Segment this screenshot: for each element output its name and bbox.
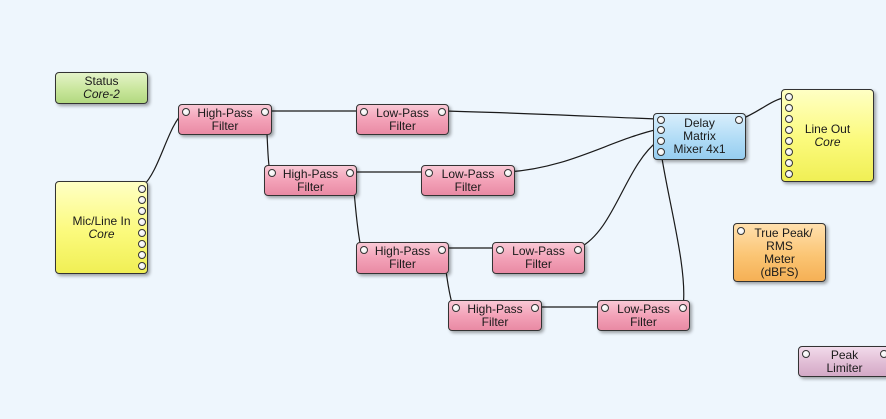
mic-line-in-output-pin-5[interactable]: [138, 229, 146, 237]
wire-lpf3-to-mixer[interactable]: [578, 139, 660, 249]
line-out-input-pin-1[interactable]: [785, 93, 793, 101]
lpf-2-output-pin[interactable]: [504, 169, 512, 177]
peak-limiter-block[interactable]: Peak Limiter: [798, 346, 886, 377]
lpf-1-input-pin[interactable]: [360, 108, 368, 116]
hpf-2-title: High-Pass: [282, 166, 339, 181]
delay-matrix-line2: Matrix: [683, 129, 716, 143]
mic-line-in-output-pin-1[interactable]: [138, 185, 146, 193]
low-pass-filter-2[interactable]: Low-Pass Filter: [421, 165, 515, 196]
mic-line-in-output-pin-6[interactable]: [138, 240, 146, 248]
delay-matrix-input-pin-4[interactable]: [657, 148, 665, 156]
hpf-3-title: High-Pass: [374, 244, 431, 258]
delay-matrix-input-pin-1[interactable]: [657, 116, 665, 124]
hpf-1-input-pin[interactable]: [182, 108, 190, 116]
mic-line-in-output-pin-8[interactable]: [138, 262, 146, 270]
mic-line-in-title: Mic/Line In: [72, 213, 131, 228]
true-peak-rms-meter-block[interactable]: True Peak/ RMS Meter (dBFS): [733, 223, 826, 282]
line-out-core-label: Core: [814, 134, 841, 149]
low-pass-filter-1[interactable]: Low-Pass Filter: [356, 104, 449, 135]
line-out-input-pin-5[interactable]: [785, 137, 793, 145]
hpf-3-output-pin[interactable]: [438, 246, 446, 254]
hpf-1-output-pin[interactable]: [261, 108, 269, 116]
meter-line1: True Peak/: [754, 225, 813, 240]
hpf-4-subtitle: Filter: [481, 314, 509, 329]
hpf-1-subtitle: Filter: [211, 118, 239, 133]
lpf-3-subtitle: Filter: [525, 257, 552, 271]
lpf-3-output-pin[interactable]: [574, 246, 582, 254]
lpf-4-input-pin[interactable]: [601, 304, 609, 312]
lpf-4-title: Low-Pass: [617, 301, 670, 316]
hpf-3-input-pin[interactable]: [360, 246, 368, 254]
high-pass-filter-4[interactable]: High-Pass Filter: [448, 300, 542, 331]
delay-matrix-mixer-block[interactable]: Delay Matrix Mixer 4x1: [653, 113, 746, 160]
high-pass-filter-1[interactable]: High-Pass Filter: [178, 104, 272, 135]
limiter-line2: Limiter: [826, 360, 863, 375]
status-title: Status: [84, 74, 119, 88]
mic-line-in-core-label: Core: [88, 226, 115, 241]
limiter-output-pin[interactable]: [880, 350, 886, 358]
lpf-3-title: Low-Pass: [512, 244, 565, 258]
mic-line-in-output-pin-3[interactable]: [138, 207, 146, 215]
limiter-input-pin[interactable]: [802, 350, 810, 358]
mic-line-in-output-pin-4[interactable]: [138, 218, 146, 226]
hpf-2-subtitle: Filter: [297, 179, 324, 194]
line-out-input-pin-7[interactable]: [785, 159, 793, 167]
lpf-2-subtitle: Filter: [454, 179, 482, 194]
wire-lpf4-to-mixer[interactable]: [660, 151, 685, 308]
delay-matrix-output-pin[interactable]: [735, 116, 743, 124]
meter-line4: (dBFS): [760, 264, 799, 279]
delay-matrix-line1: Delay: [684, 116, 715, 130]
line-out-title: Line Out: [804, 121, 851, 136]
line-out-block[interactable]: Line Out Core: [781, 89, 874, 182]
delay-matrix-input-pin-2[interactable]: [657, 126, 665, 134]
hpf-3-subtitle: Filter: [389, 257, 416, 271]
line-out-input-pin-6[interactable]: [785, 148, 793, 156]
meter-line2: RMS: [766, 238, 793, 253]
lpf-3-input-pin[interactable]: [496, 246, 504, 254]
wire-mixer-to-lineout[interactable]: [738, 96, 788, 121]
delay-matrix-line3: Mixer 4x1: [673, 142, 726, 156]
mic-line-in-block[interactable]: Mic/Line In Core: [55, 181, 148, 274]
status-core-label: Core-2: [83, 87, 120, 101]
high-pass-filter-3[interactable]: High-Pass Filter: [356, 242, 449, 274]
lpf-2-title: Low-Pass: [441, 166, 495, 181]
low-pass-filter-3[interactable]: Low-Pass Filter: [492, 242, 585, 274]
meter-input-pin[interactable]: [737, 227, 745, 235]
lpf-1-title: Low-Pass: [376, 105, 429, 120]
mic-line-in-output-pin-2[interactable]: [138, 196, 146, 204]
wire-lpf1-to-mixer[interactable]: [441, 110, 660, 120]
lpf-1-output-pin[interactable]: [438, 108, 446, 116]
hpf-2-input-pin[interactable]: [268, 169, 276, 177]
line-out-input-pin-4[interactable]: [785, 126, 793, 134]
hpf-4-output-pin[interactable]: [531, 304, 539, 312]
hpf-4-title: High-Pass: [467, 301, 523, 316]
line-out-input-pin-8[interactable]: [785, 170, 793, 178]
lpf-2-input-pin[interactable]: [425, 169, 433, 177]
line-out-input-pin-2[interactable]: [785, 104, 793, 112]
meter-line3: Meter: [764, 251, 795, 266]
lpf-4-output-pin[interactable]: [679, 304, 687, 312]
line-out-input-pin-3[interactable]: [785, 115, 793, 123]
wire-lpf2-to-mixer[interactable]: [507, 128, 660, 173]
lpf-1-subtitle: Filter: [389, 118, 416, 133]
high-pass-filter-2[interactable]: High-Pass Filter: [264, 165, 357, 196]
lpf-4-subtitle: Filter: [630, 314, 657, 329]
limiter-line1: Peak: [830, 347, 859, 362]
low-pass-filter-4[interactable]: Low-Pass Filter: [597, 300, 690, 331]
hpf-1-title: High-Pass: [197, 105, 253, 120]
mic-line-in-output-pin-7[interactable]: [138, 251, 146, 259]
hpf-2-output-pin[interactable]: [346, 169, 354, 177]
hpf-4-input-pin[interactable]: [452, 304, 460, 312]
status-block[interactable]: Status Core-2: [55, 72, 148, 104]
delay-matrix-input-pin-3[interactable]: [657, 137, 665, 145]
